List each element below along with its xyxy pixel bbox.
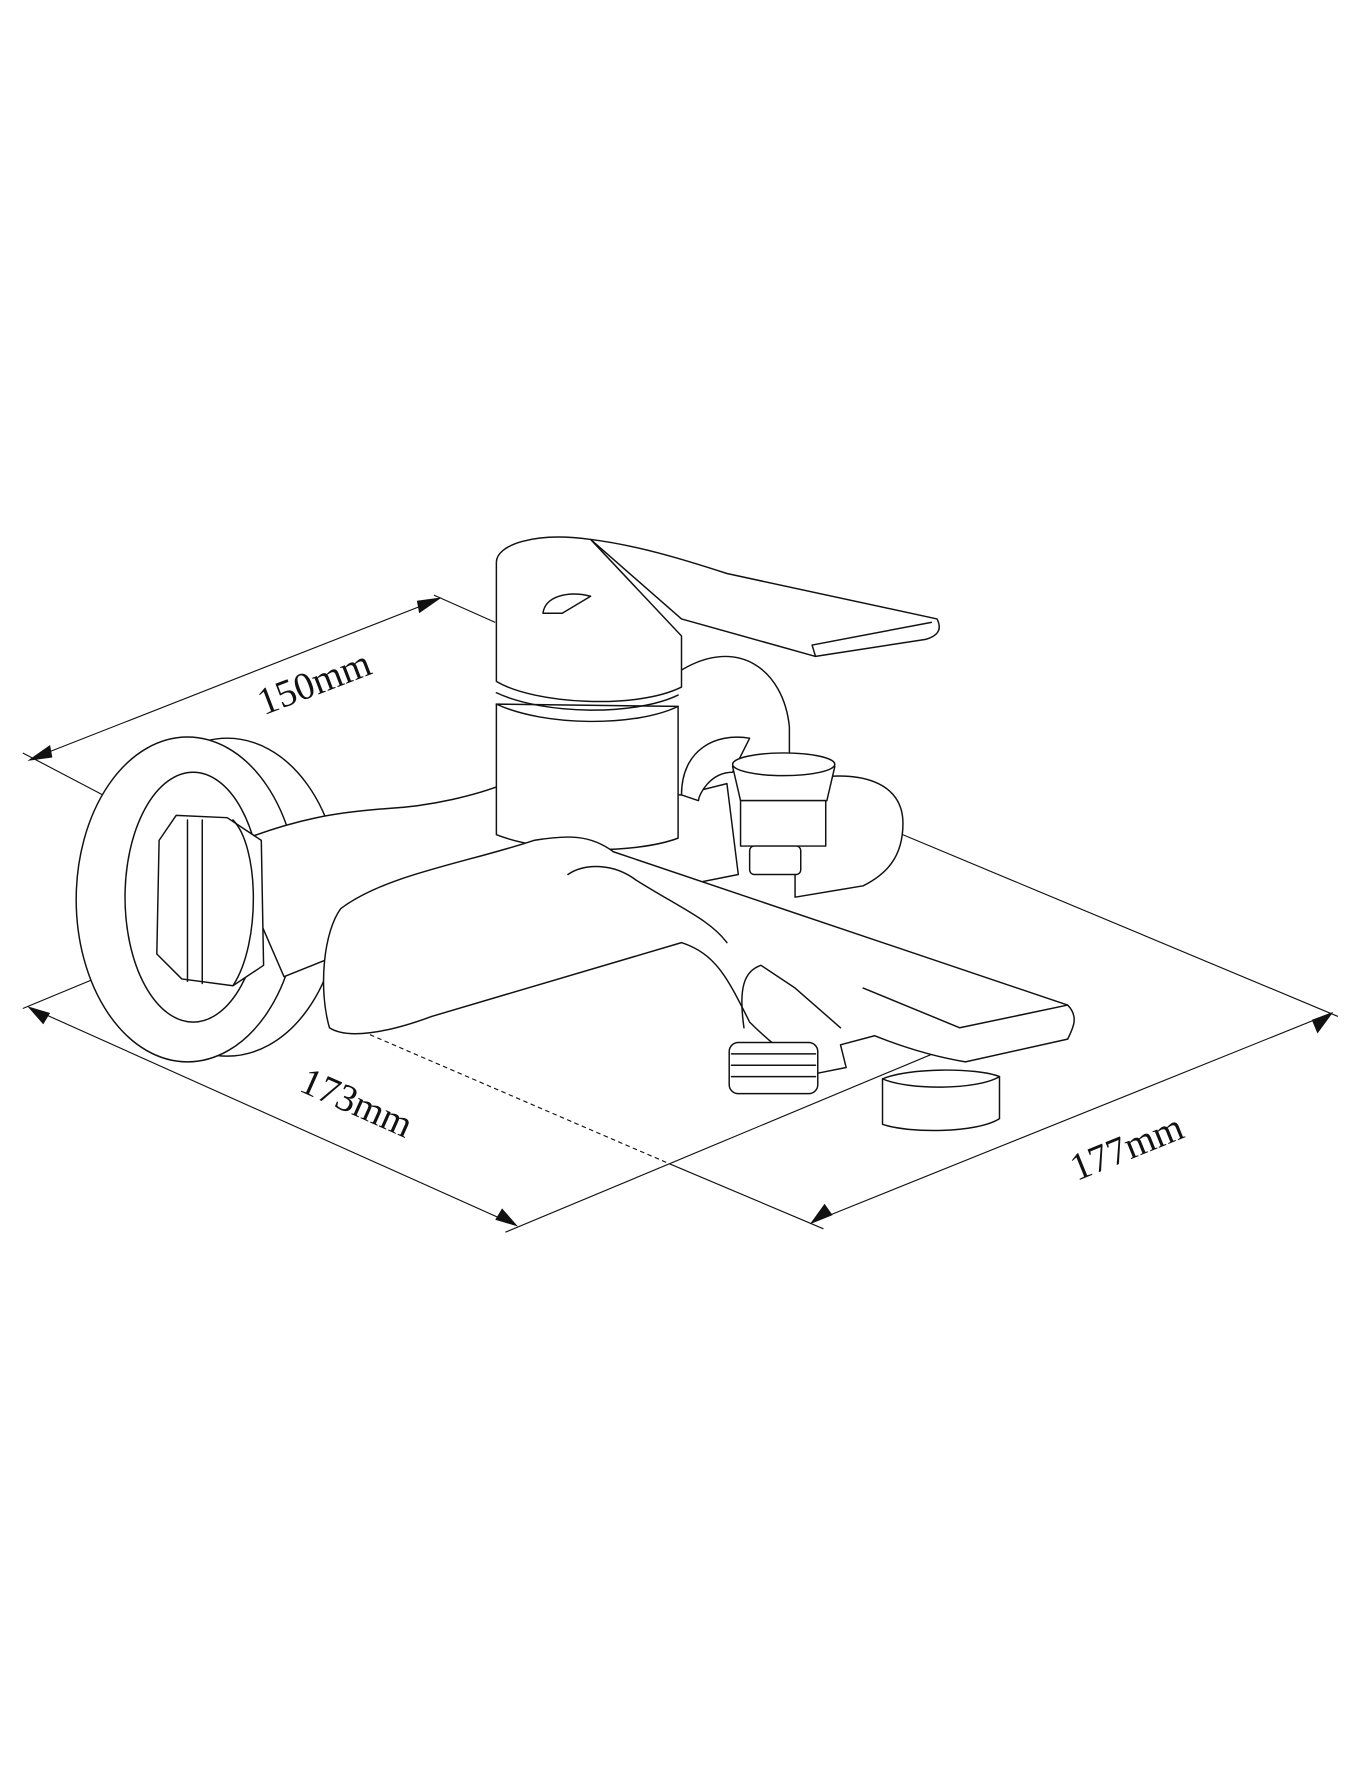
arrowhead	[1311, 1011, 1334, 1034]
dimension-line	[815, 1013, 1330, 1222]
lever-slot	[542, 593, 592, 614]
thread-connector	[728, 1041, 819, 1095]
spout-contour	[567, 865, 728, 944]
diverter-knob-pin	[748, 845, 802, 876]
faucet	[75, 536, 1075, 1132]
hex-nut	[156, 814, 265, 987]
outlet-rim	[881, 1075, 1001, 1088]
arrowhead	[809, 1203, 833, 1225]
cartridge	[495, 703, 679, 851]
thread-body	[728, 1041, 819, 1095]
dimension-label-150: 150mm	[252, 642, 377, 723]
handle-cap	[495, 536, 683, 703]
spout	[322, 836, 1075, 1074]
extension-line	[433, 594, 496, 623]
lever-blade	[589, 538, 940, 658]
thread-lines	[730, 1053, 817, 1078]
diverter-knob-face	[731, 752, 836, 777]
arrowhead	[495, 1208, 518, 1227]
dimension-label-177: 177mm	[1064, 1106, 1189, 1189]
lever-edge	[811, 621, 933, 658]
diverter-body	[680, 736, 751, 802]
spout-contour	[741, 964, 842, 1029]
extension-line	[22, 752, 114, 802]
dimension-label-173: 173mm	[294, 1060, 419, 1146]
dimension-line	[31, 599, 438, 760]
dimension-line	[31, 1007, 514, 1225]
spout-outlet	[881, 1069, 1001, 1132]
arrowhead	[416, 597, 442, 614]
extension-line	[505, 1042, 960, 1233]
extension-line	[902, 834, 1339, 1017]
arrowhead	[27, 1006, 51, 1025]
handle-arc	[680, 655, 791, 785]
diverter-knob-shaft	[739, 799, 827, 847]
arrowhead	[27, 744, 53, 761]
spout-contour	[862, 987, 1069, 1029]
nut-edge	[232, 819, 255, 987]
cartridge-ring	[495, 692, 679, 711]
hidden-line	[340, 1021, 671, 1165]
extension-line	[669, 1163, 824, 1230]
cartridge-ring	[495, 703, 679, 723]
